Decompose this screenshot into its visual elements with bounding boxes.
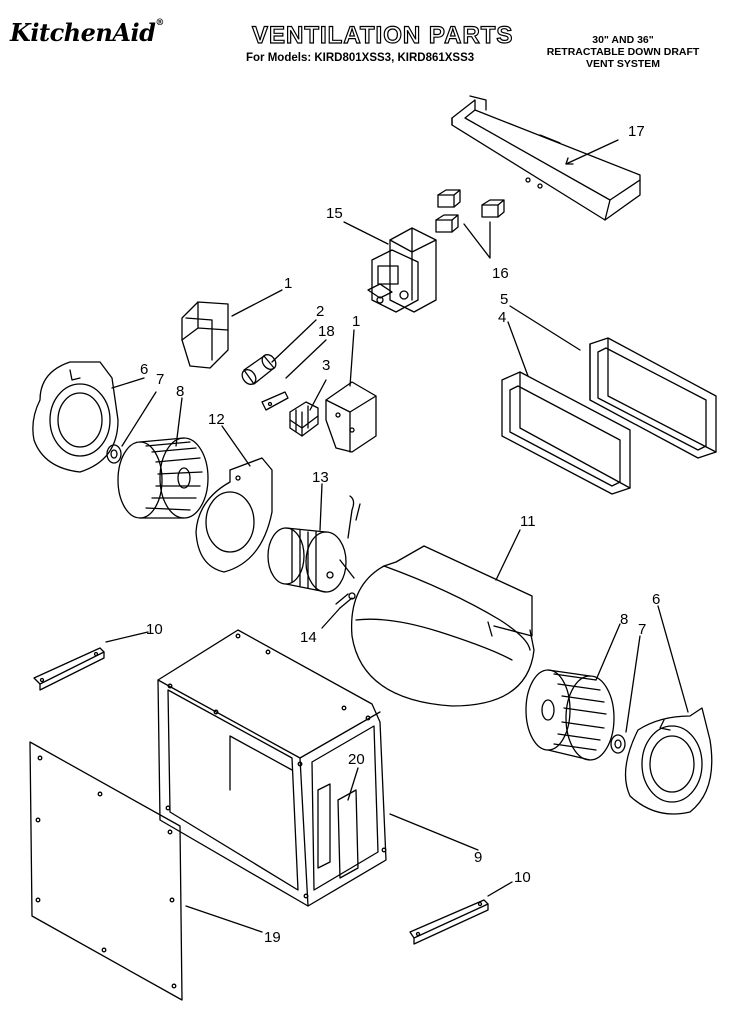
part-14-screw (335, 592, 356, 609)
callout-20: 20 (348, 751, 365, 768)
leader-lines (105, 139, 689, 933)
part-10-rail-lower (409, 899, 489, 945)
callout-6-right: 6 (652, 591, 660, 608)
part-18-clip (261, 391, 289, 411)
callout-11: 11 (520, 513, 536, 530)
part-6-housing-left (32, 361, 119, 473)
part-3-terminal-block (289, 401, 319, 437)
callout-17: 17 (628, 123, 645, 140)
part-1-relay-cover (325, 381, 377, 453)
part-12-housing-plate (195, 457, 273, 573)
callout-7-left: 7 (156, 371, 164, 388)
brand-name: KitchenAid (10, 18, 156, 47)
callout-5: 5 (500, 291, 508, 308)
callout-15: 15 (326, 205, 343, 222)
part-1-relay-upper (181, 301, 229, 369)
part-16-switches (435, 189, 505, 233)
part-5-duct-frame (589, 337, 717, 459)
part-10-rail-upper (33, 647, 105, 691)
brand-registered-mark: ® (155, 18, 164, 28)
callout-14: 14 (300, 629, 317, 646)
system-line-1: 30" AND 36" (592, 34, 654, 46)
system-line-2: RETRACTABLE DOWN DRAFT (546, 46, 700, 58)
page-title: VENTILATION PARTS (251, 21, 514, 49)
callout-6-left: 6 (140, 361, 148, 378)
callout-1-right: 1 (352, 313, 360, 330)
callout-19: 19 (264, 929, 281, 946)
part-7-bushing-left (106, 444, 122, 464)
part-17-bracket (451, 95, 641, 221)
callout-12: 12 (208, 411, 225, 428)
part-13-motor (267, 495, 361, 593)
callout-9: 9 (474, 849, 482, 866)
callout-2: 2 (316, 303, 324, 320)
callout-8-left: 8 (176, 383, 184, 400)
system-description: 30" AND 36" RETRACTABLE DOWN DRAFT VENT … (518, 34, 728, 70)
part-6-housing-right (624, 707, 713, 815)
part-8-blower-wheel-right (525, 669, 615, 761)
part-7-bushing-right (610, 734, 626, 754)
callout-8-right: 8 (620, 611, 628, 628)
callout-10-lower: 10 (514, 869, 531, 886)
callout-10-upper: 10 (146, 621, 163, 638)
callout-18: 18 (318, 323, 335, 340)
part-19-panel (29, 741, 183, 1001)
brand-logo: KitchenAid® (10, 18, 164, 47)
part-2-capacitor (241, 354, 277, 385)
callout-16: 16 (492, 265, 509, 282)
part-11-scroll-housing (350, 545, 535, 707)
callout-3: 3 (322, 357, 330, 374)
part-9-cabinet-box (157, 629, 387, 907)
system-line-3: VENT SYSTEM (585, 58, 661, 70)
part-8-blower-wheel-left (117, 437, 209, 519)
callout-13: 13 (312, 469, 329, 486)
callout-4: 4 (498, 309, 506, 326)
callout-7-right: 7 (638, 621, 646, 638)
part-15-transformer (367, 227, 437, 313)
part-20-label (337, 789, 359, 879)
callout-1-upper: 1 (284, 275, 292, 292)
part-4-duct-frame (501, 371, 631, 495)
models-line: For Models: KIRD801XSS3, KIRD861XSS3 (246, 52, 475, 64)
